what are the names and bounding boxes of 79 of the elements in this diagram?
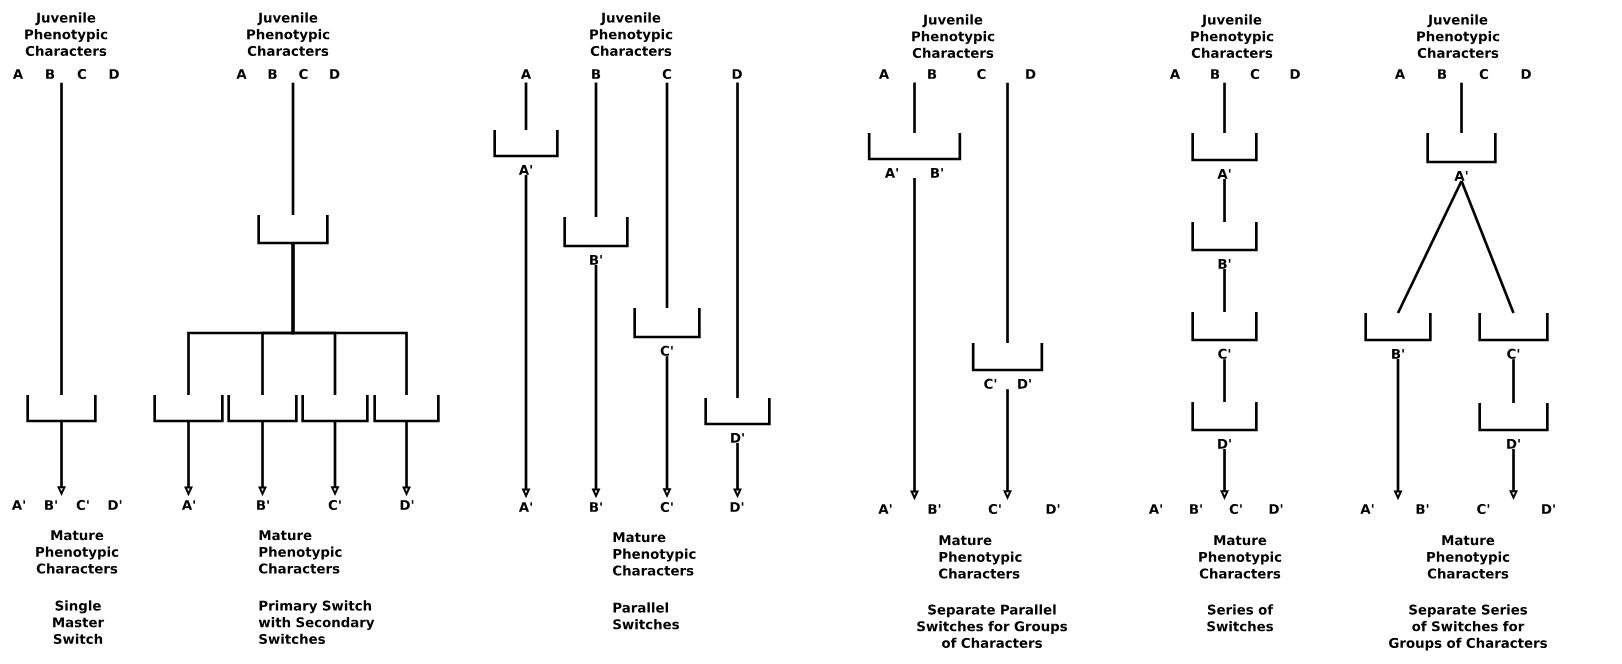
heading-text: Juvenile Phenotypic Characters bbox=[247, 12, 330, 56]
connector-line bbox=[1223, 359, 1226, 402]
heading-text: Juvenile Phenotypic Characters bbox=[25, 12, 108, 56]
character-letters: D' bbox=[730, 502, 744, 512]
connector-line bbox=[1396, 180, 1463, 314]
connector-line bbox=[594, 82, 598, 217]
character-letters: A' B' bbox=[878, 504, 941, 514]
switch-bracket: A' bbox=[1426, 133, 1497, 181]
character-letters: A' bbox=[518, 502, 532, 512]
heading-text: Mature Phenotypic Characters bbox=[613, 532, 696, 576]
character-letters: C' bbox=[660, 501, 673, 513]
caption-text: Primary Switch with Secondary Switches bbox=[258, 600, 375, 644]
switch-bracket: D' bbox=[704, 398, 771, 443]
character-letters: B bbox=[592, 69, 601, 79]
heading-text: Mature Phenotypic Characters bbox=[1199, 535, 1282, 579]
connector-line bbox=[1460, 180, 1515, 314]
connector-line bbox=[291, 243, 408, 395]
character-letters: A B C D bbox=[236, 68, 340, 80]
switch-bracket bbox=[153, 395, 224, 423]
switch-bracket bbox=[257, 215, 329, 245]
character-letters: C' D' bbox=[1477, 503, 1555, 515]
connector-line bbox=[736, 82, 739, 398]
character-letters: C D bbox=[977, 68, 1036, 80]
character-letters: D bbox=[732, 69, 742, 79]
character-letters: A B C D bbox=[12, 68, 119, 80]
heading-text: Juvenile Phenotypic Characters bbox=[590, 12, 673, 56]
character-letters: A B C D bbox=[1169, 68, 1300, 80]
connector-line bbox=[1223, 269, 1226, 312]
switch-bracket: C' bbox=[1191, 312, 1258, 359]
switch-bracket: B' bbox=[1191, 222, 1258, 269]
character-letters: C' D' bbox=[988, 503, 1060, 515]
heading-text: Juvenile Phenotypic Characters bbox=[912, 14, 995, 58]
heading-text: Mature Phenotypic Characters bbox=[36, 530, 119, 574]
switch-bracket: A' bbox=[1191, 133, 1258, 179]
heading-text: Juvenile Phenotypic Characters bbox=[1191, 14, 1274, 58]
character-letters: A' B' C' D' bbox=[1148, 503, 1283, 515]
switch-bracket bbox=[26, 395, 97, 423]
character-letters: A B C D bbox=[1394, 68, 1531, 80]
character-letters: C bbox=[662, 68, 672, 80]
character-letters: A' bbox=[181, 500, 195, 510]
switch-bracket: A' bbox=[493, 130, 559, 175]
heading-text: Mature Phenotypic Characters bbox=[939, 535, 1022, 579]
connector-line bbox=[1223, 179, 1226, 222]
switch-bracket: B' bbox=[1364, 313, 1432, 359]
heading-text: Juvenile Phenotypic Characters bbox=[1417, 14, 1500, 58]
connector-line bbox=[1223, 82, 1226, 133]
caption-text: Separate Parallel Switches for Groups of Characters bbox=[917, 604, 1067, 648]
character-letters: C' bbox=[328, 499, 341, 511]
switch-bracket bbox=[301, 395, 369, 423]
caption-text: Separate Series of Switches for Groups of Characters bbox=[1389, 604, 1547, 651]
heading-text: Mature Phenotypic Characters bbox=[259, 530, 342, 574]
switch-bracket: B' bbox=[563, 217, 629, 265]
switch-bracket bbox=[227, 395, 298, 423]
character-letters: B' bbox=[257, 500, 269, 510]
switch-bracket: D' bbox=[1191, 402, 1258, 449]
switch-bracket: C' bbox=[633, 308, 701, 356]
switch-bracket: D' bbox=[1478, 403, 1549, 449]
caption-text: Single Master Switch bbox=[53, 600, 105, 644]
switch-bracket: A' B' bbox=[867, 133, 962, 178]
connector-line bbox=[291, 82, 295, 215]
character-letters: B' bbox=[590, 502, 602, 512]
connector-line bbox=[665, 82, 669, 308]
switch-bracket: C' D' bbox=[971, 343, 1044, 389]
connector-line bbox=[1512, 359, 1515, 403]
connector-line bbox=[524, 82, 528, 130]
connector-line bbox=[1006, 82, 1009, 343]
caption-text: Parallel Switches bbox=[613, 602, 679, 630]
character-letters: D' bbox=[400, 500, 414, 510]
connector-line bbox=[60, 82, 63, 395]
character-letters: A bbox=[520, 69, 532, 79]
heading-text: Mature Phenotypic Characters bbox=[1427, 535, 1510, 579]
caption-text: Series of Switches bbox=[1207, 604, 1274, 632]
switch-bracket: C' bbox=[1478, 313, 1549, 359]
connector-line bbox=[1460, 82, 1463, 133]
character-letters: A' B' C' D' bbox=[11, 499, 122, 511]
character-letters: A' B' bbox=[1360, 504, 1429, 514]
switch-bracket bbox=[373, 395, 440, 423]
character-letters: A B bbox=[878, 69, 937, 79]
connector-line bbox=[913, 82, 916, 133]
